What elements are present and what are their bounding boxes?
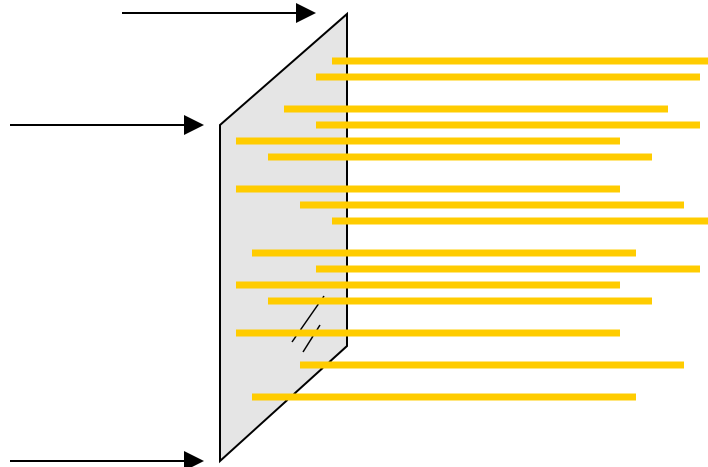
incoming-arrows [10, 3, 316, 467]
bars-layer [236, 57, 708, 401]
transparent-panel [219, 11, 348, 464]
